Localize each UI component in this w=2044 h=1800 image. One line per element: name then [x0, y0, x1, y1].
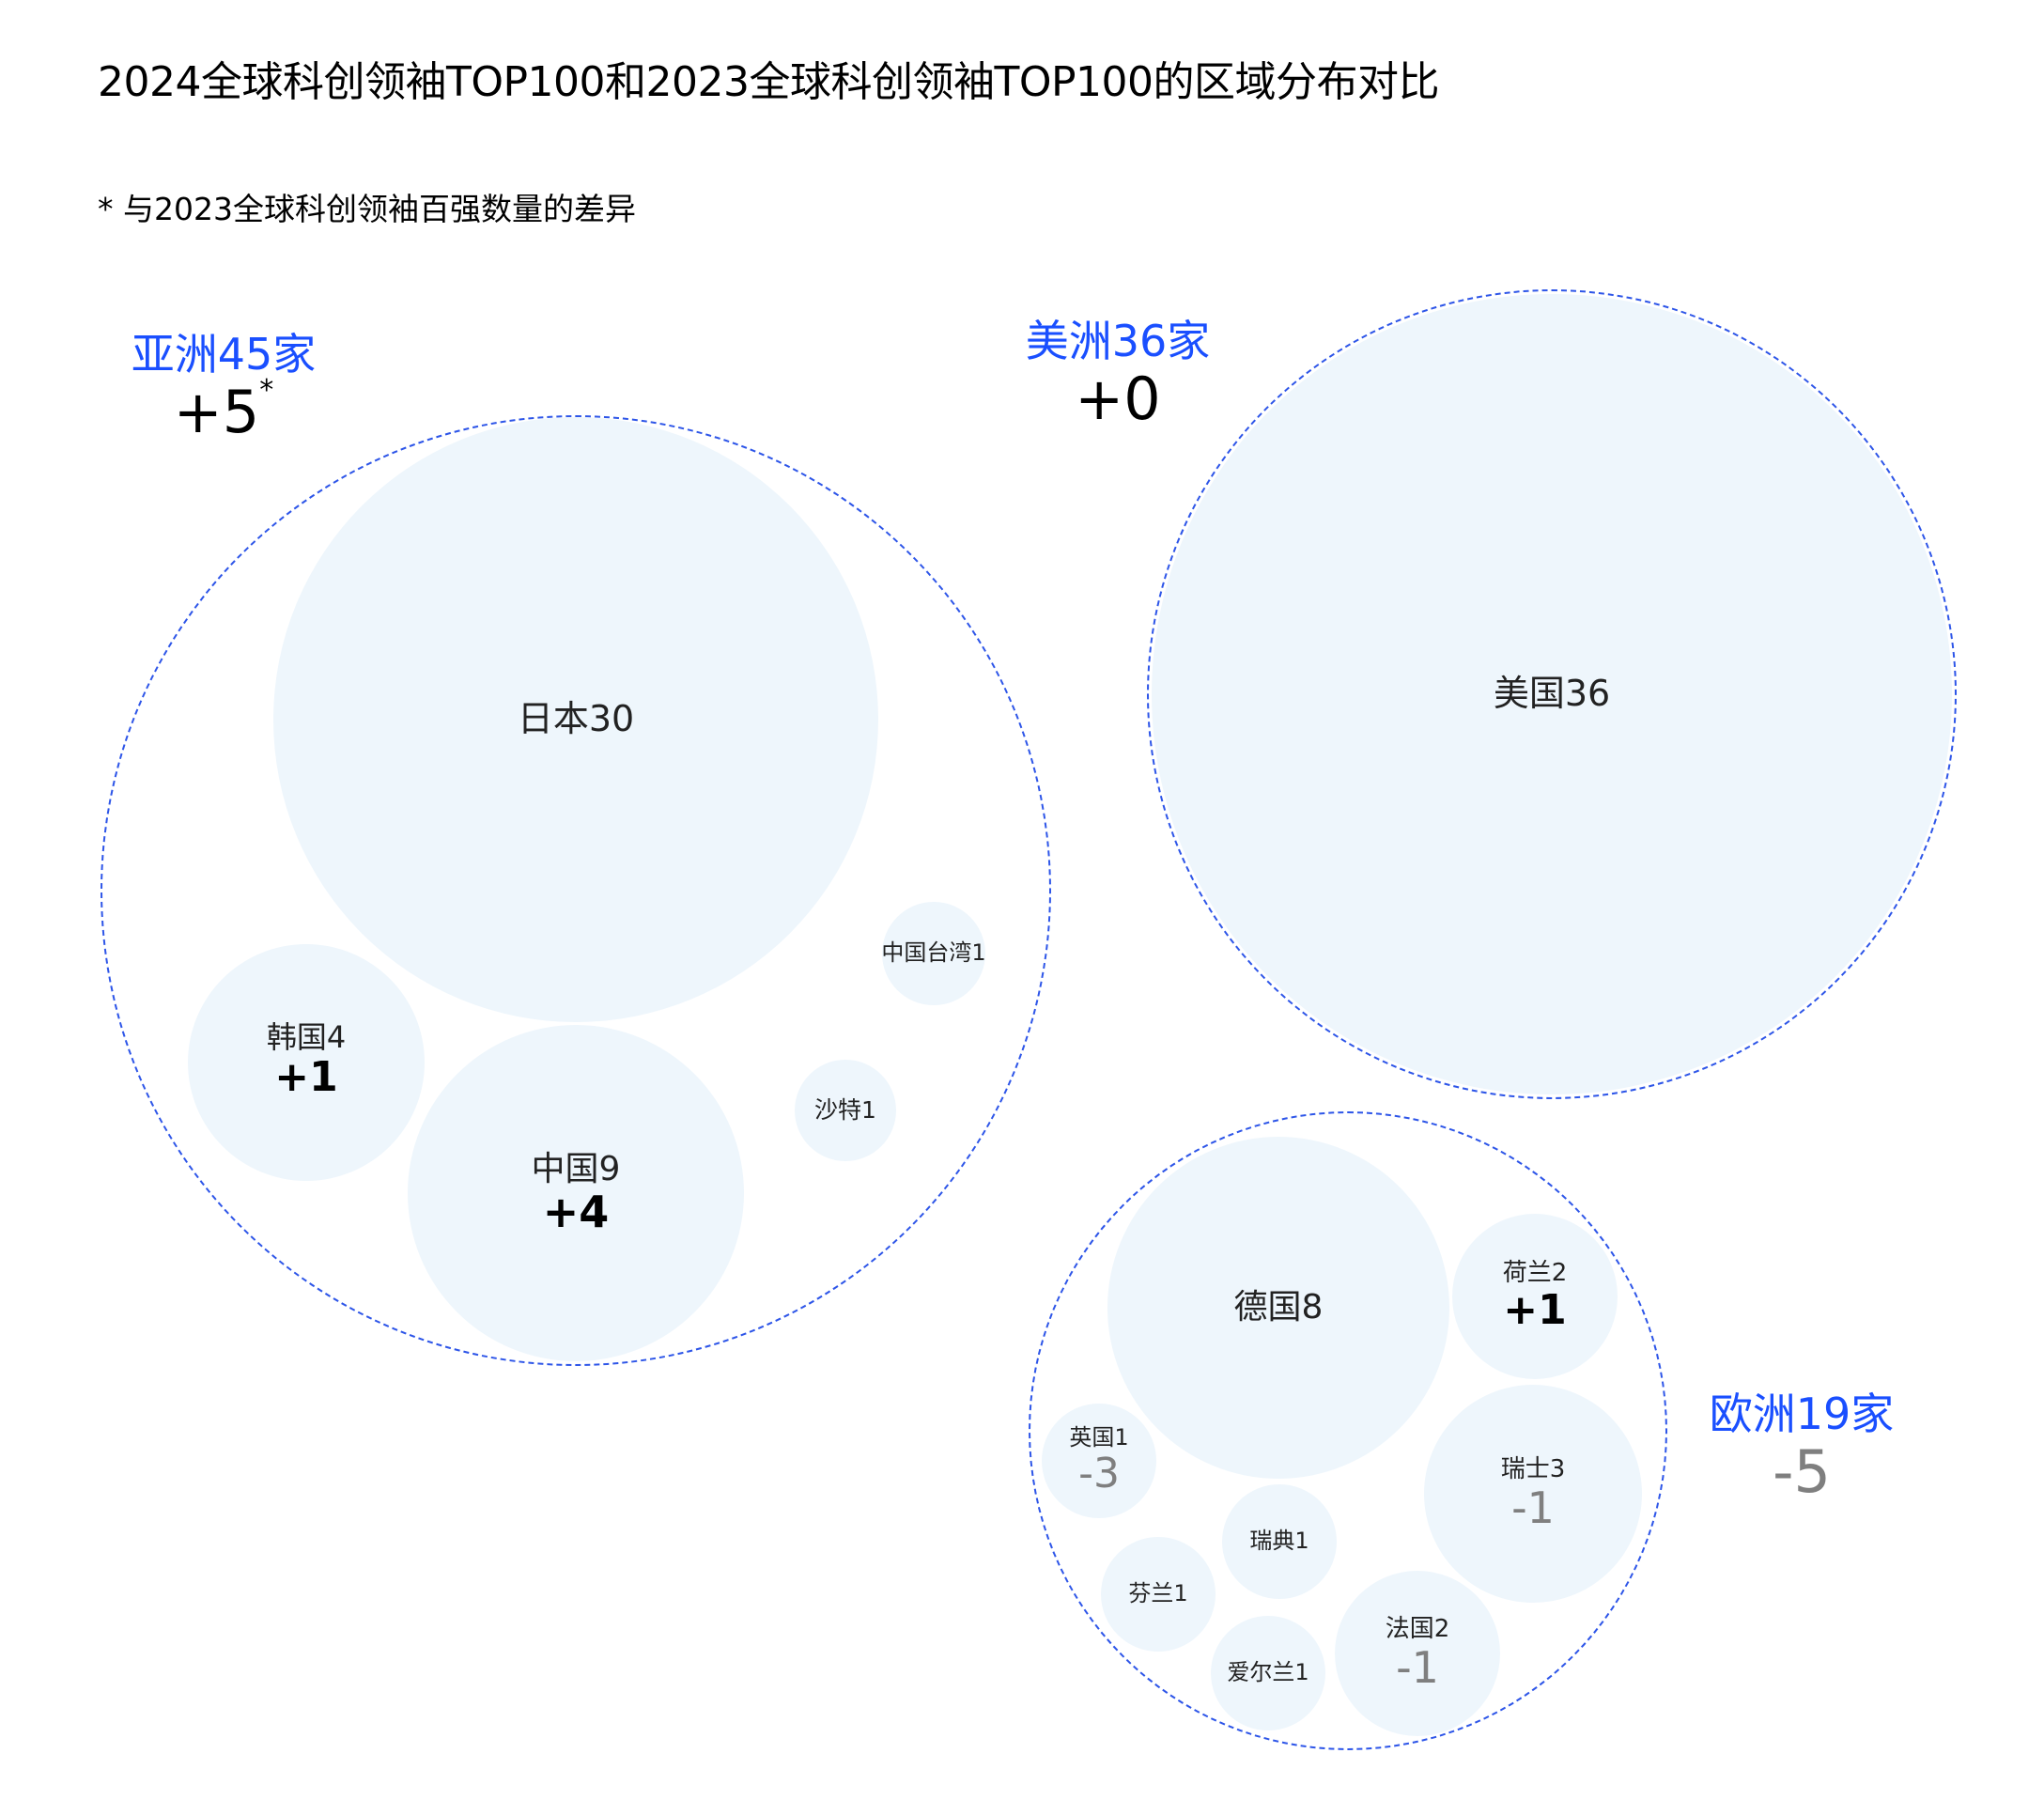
bubble-taiwan: 中国台湾1	[881, 902, 986, 1005]
bubble-uk: 英国1 -3	[1042, 1404, 1156, 1518]
region-label-europe: 欧洲19家 -5	[1710, 1390, 1895, 1505]
region-delta-europe: -5	[1773, 1436, 1831, 1506]
bubble-label: 日本30	[517, 698, 635, 740]
bubble-switzerland: 瑞士3 -1	[1424, 1385, 1642, 1603]
bubble-saudi: 沙特1	[795, 1060, 896, 1161]
region-name-asia: 亚洲45家	[131, 329, 317, 380]
bubble-label: 美国36	[1493, 673, 1611, 715]
bubble-delta: +4	[542, 1187, 610, 1238]
region-label-americas: 美洲36家 +0	[1026, 318, 1211, 432]
region-delta-americas: +0	[1075, 364, 1161, 433]
bubble-label: 荷兰2	[1502, 1258, 1568, 1287]
bubble-delta: -1	[1396, 1641, 1439, 1693]
bubble-label: 瑞典1	[1249, 1528, 1309, 1555]
bubble-japan: 日本30	[273, 417, 878, 1022]
bubble-label: 英国1	[1069, 1424, 1129, 1451]
bubble-label: 德国8	[1233, 1288, 1324, 1327]
region-circle-asia	[101, 415, 1051, 1366]
region-delta-asia-value: +5	[173, 377, 260, 446]
region-name-americas: 美洲36家	[1025, 316, 1211, 366]
bubble-usa: 美国36	[1152, 294, 1952, 1094]
footnote-mark: *	[259, 373, 274, 407]
bubble-label: 芬兰1	[1128, 1580, 1188, 1607]
bubble-label: 沙特1	[814, 1095, 876, 1124]
bubble-delta: +1	[1503, 1285, 1567, 1334]
region-circle-americas	[1147, 289, 1957, 1099]
bubble-label: 韩国4	[266, 1019, 347, 1056]
bubble-france: 法国2 -1	[1335, 1571, 1500, 1736]
bubble-sweden: 瑞典1	[1222, 1484, 1337, 1599]
region-name-europe: 欧洲19家	[1709, 1389, 1895, 1439]
bubble-china: 中国9 +4	[408, 1025, 744, 1361]
bubble-germany: 德国8	[1107, 1137, 1449, 1479]
bubble-ireland: 爱尔兰1	[1211, 1616, 1325, 1730]
bubble-delta: -1	[1511, 1482, 1555, 1533]
bubble-korea: 韩国4 +1	[188, 944, 425, 1181]
bubble-delta: -3	[1078, 1449, 1120, 1497]
region-delta-asia: +5*	[132, 374, 317, 446]
region-label-asia: 亚洲45家 +5*	[132, 331, 317, 445]
region-circle-europe	[1029, 1111, 1667, 1750]
bubble-netherlands: 荷兰2 +1	[1452, 1214, 1618, 1379]
bubble-label: 瑞士3	[1500, 1454, 1566, 1483]
bubble-label: 法国2	[1385, 1614, 1450, 1643]
chart-footnote: * 与2023全球科创领袖百强数量的差异	[98, 191, 636, 227]
bubble-finland: 芬兰1	[1101, 1537, 1216, 1652]
chart-title: 2024全球科创领袖TOP100和2023全球科创领袖TOP100的区域分布对比	[98, 58, 1440, 106]
bubble-delta: +1	[274, 1053, 338, 1102]
bubble-label: 爱尔兰1	[1227, 1659, 1309, 1686]
bubble-label: 中国台湾1	[881, 939, 986, 967]
bubble-label: 中国9	[531, 1150, 621, 1188]
